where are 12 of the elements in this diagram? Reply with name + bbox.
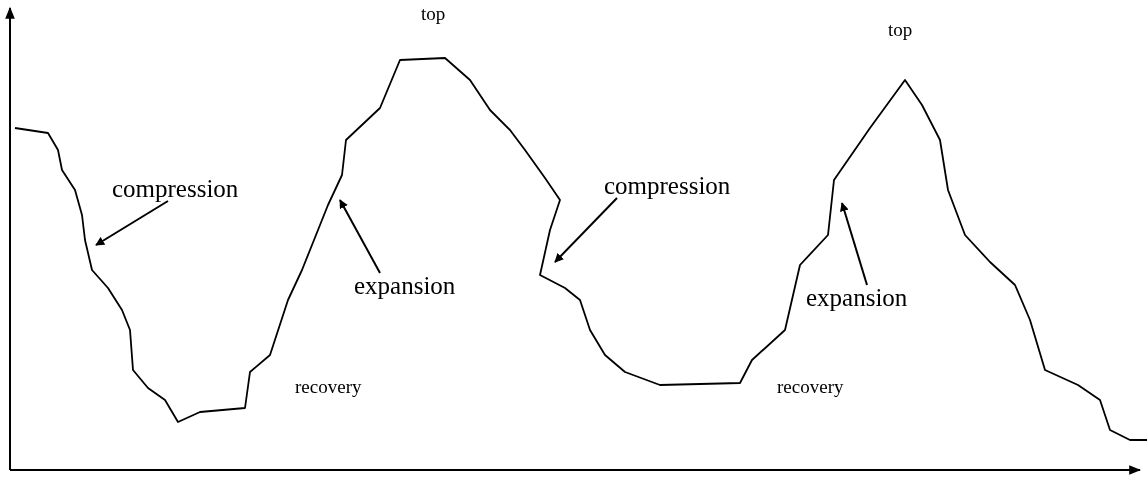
callout-text: compression xyxy=(112,176,239,201)
leader-line xyxy=(339,199,381,274)
phase-label: recovery xyxy=(777,377,844,396)
callout-text: expansion xyxy=(806,285,908,310)
phase-label: recovery xyxy=(295,377,362,396)
peak-label: top xyxy=(421,4,446,23)
leader-line xyxy=(840,202,868,286)
leader-line xyxy=(554,197,618,263)
callout-text: expansion xyxy=(354,273,456,298)
peak-label: top xyxy=(888,20,913,39)
callout-text: compression xyxy=(604,173,731,198)
leader-line xyxy=(95,200,169,246)
